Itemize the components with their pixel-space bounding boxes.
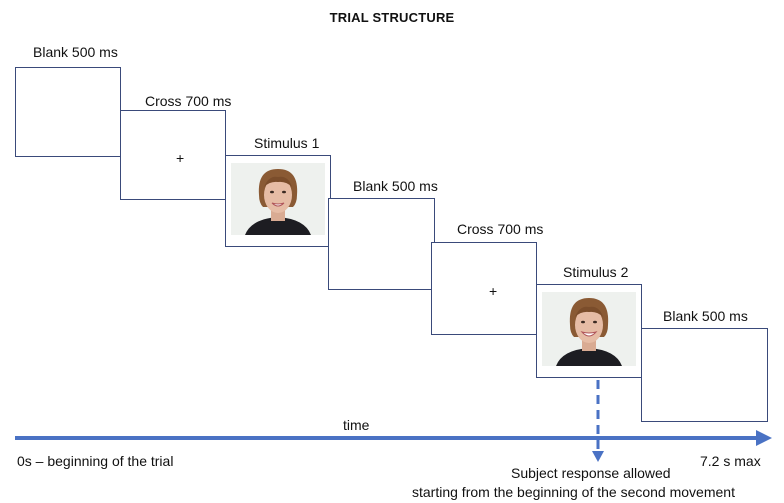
face-photo-2 bbox=[542, 292, 636, 366]
frame-1-blank bbox=[15, 67, 121, 157]
frame-2-cross: + bbox=[120, 110, 226, 200]
frame-6-stimulus bbox=[536, 284, 642, 378]
timeline-start-label: 0s – beginning of the trial bbox=[17, 453, 174, 469]
fixation-cross: + bbox=[176, 150, 185, 166]
time-label: time bbox=[343, 417, 370, 433]
frame-7-blank bbox=[641, 328, 768, 422]
frame-5-label: Cross 700 ms bbox=[457, 221, 544, 237]
face-photo-1 bbox=[231, 163, 325, 235]
timeline-end-label: 7.2 s max bbox=[700, 453, 761, 469]
time-arrowhead bbox=[756, 430, 772, 446]
frame-5-cross: + bbox=[431, 242, 537, 335]
frame-3-stimulus bbox=[225, 155, 331, 247]
fixation-cross: + bbox=[489, 283, 498, 299]
frame-7-label: Blank 500 ms bbox=[663, 308, 748, 324]
response-arrowhead bbox=[592, 451, 604, 462]
response-note-line2: starting from the beginning of the secon… bbox=[412, 484, 735, 500]
diagram-title: TRIAL STRUCTURE bbox=[329, 10, 455, 25]
frame-1-label: Blank 500 ms bbox=[33, 44, 118, 60]
response-note-line1: Subject response allowed bbox=[511, 465, 671, 481]
frame-3-label: Stimulus 1 bbox=[254, 135, 320, 151]
frame-4-label: Blank 500 ms bbox=[353, 178, 438, 194]
frame-6-label: Stimulus 2 bbox=[563, 264, 629, 280]
frame-2-label: Cross 700 ms bbox=[145, 93, 232, 109]
